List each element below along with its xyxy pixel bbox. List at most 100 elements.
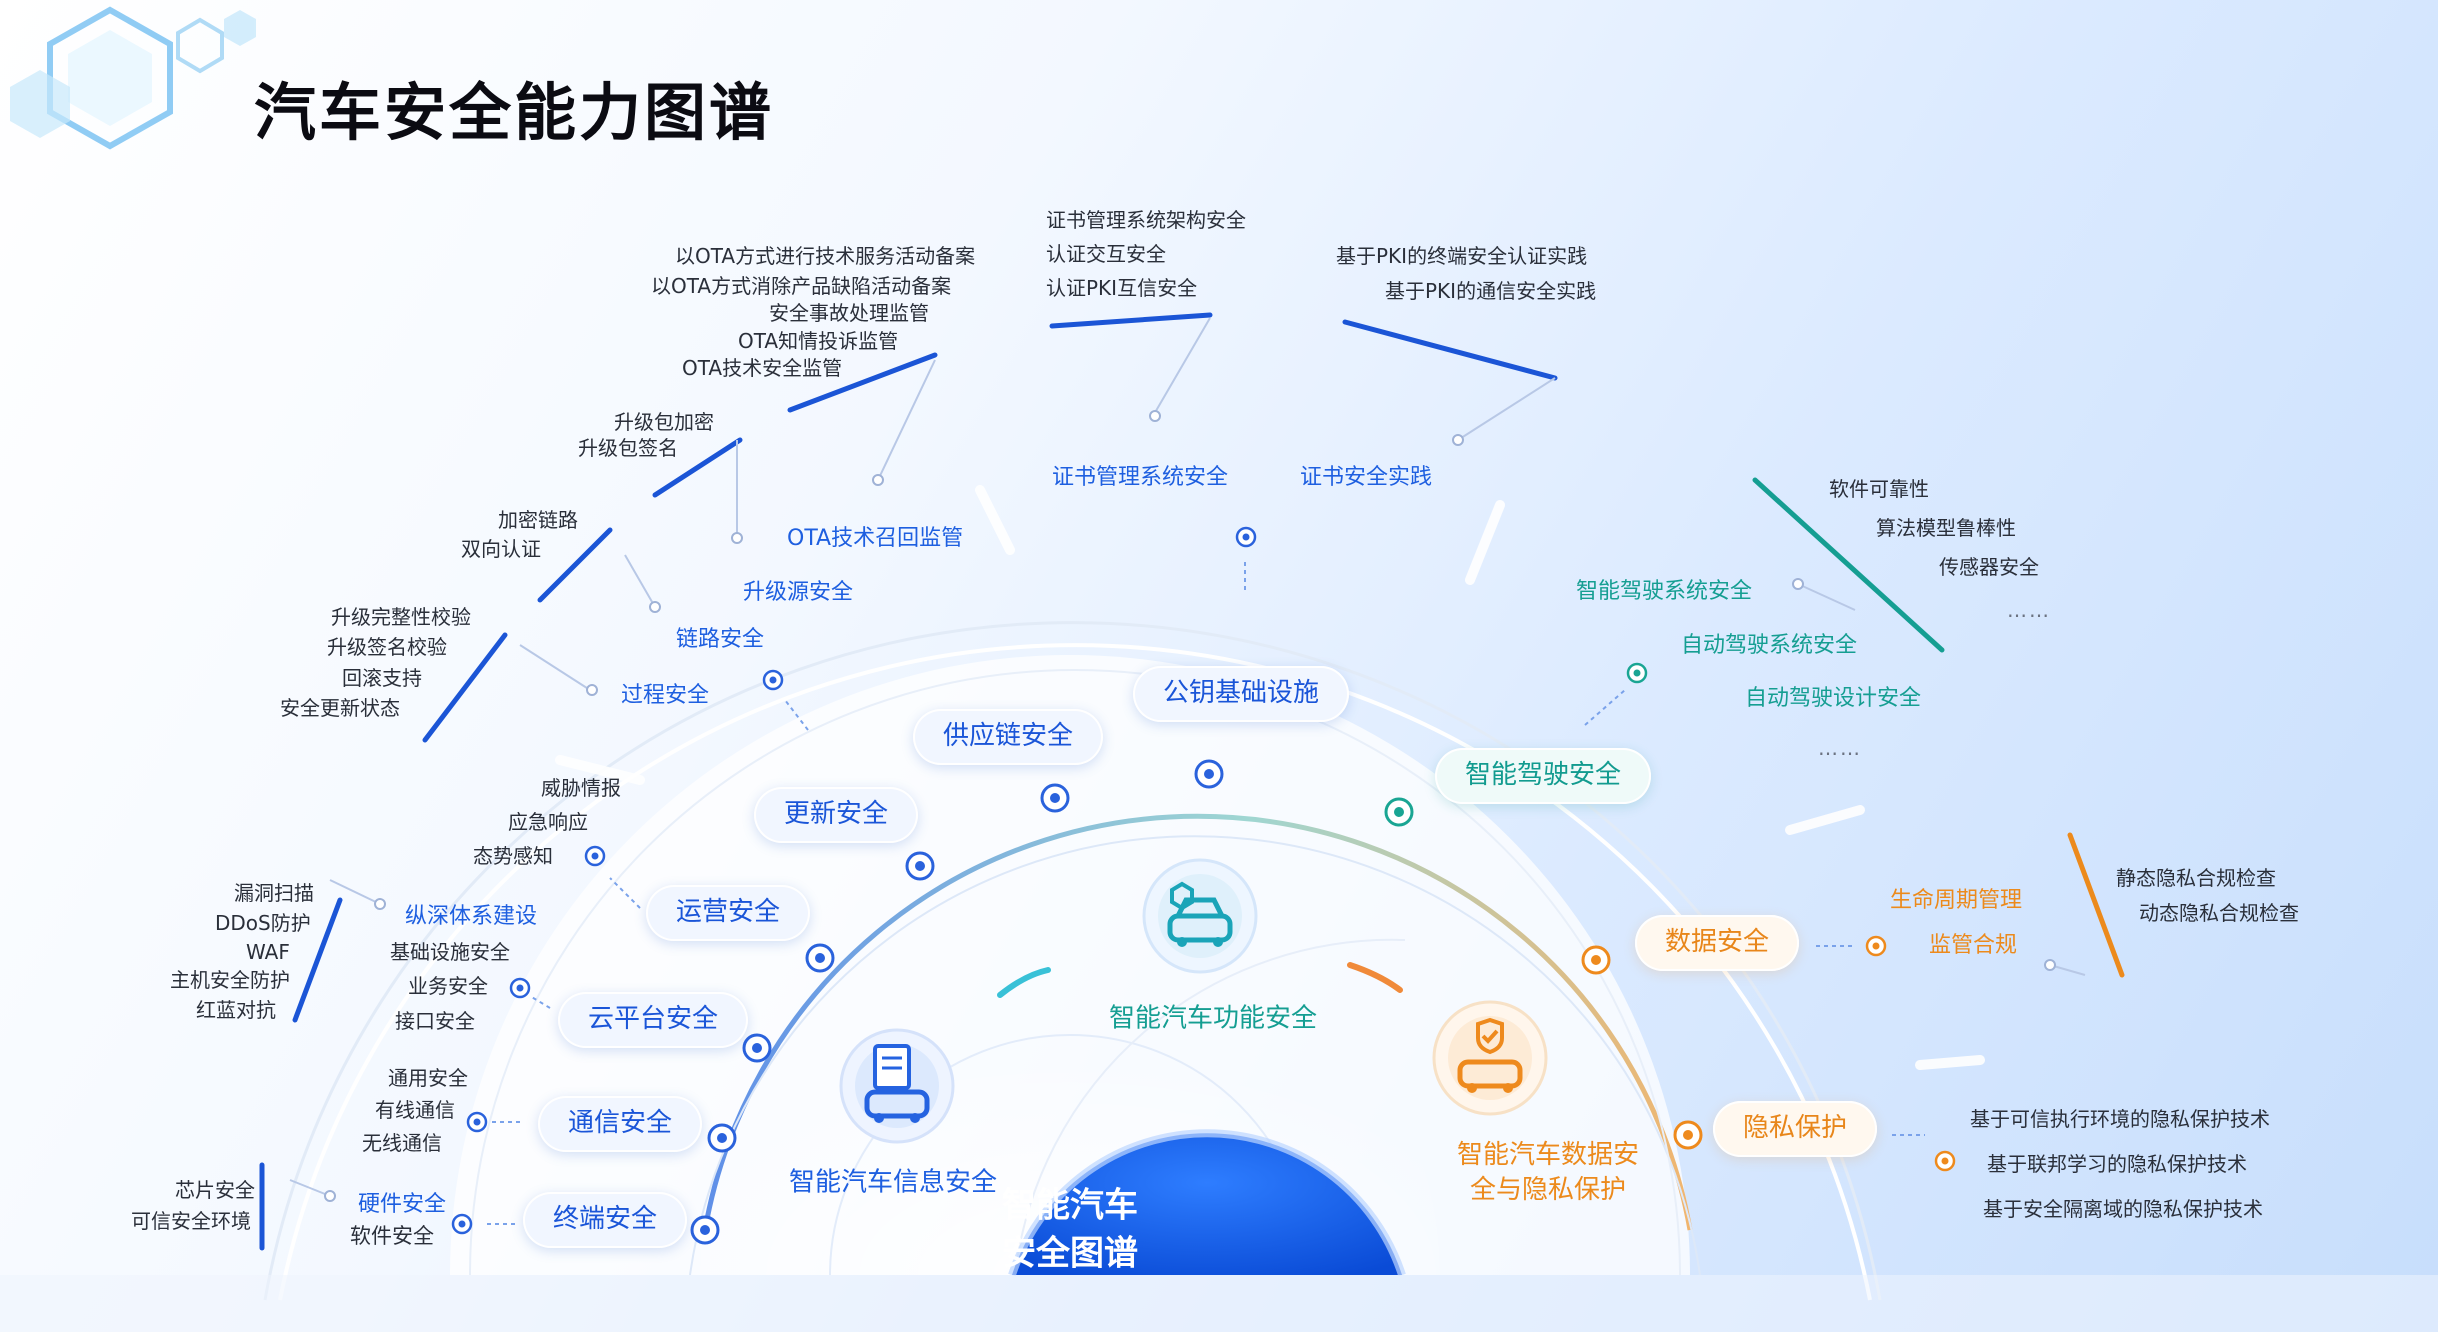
label-package-signature: 升级包签名 — [578, 436, 678, 460]
label-api-security: 接口安全 — [395, 1009, 475, 1033]
label-auth-interaction: 认证交互安全 — [1046, 242, 1166, 266]
label-wired: 有线通信 — [375, 1098, 455, 1122]
sector-info-safety: 智能汽车信息安全 — [788, 1167, 998, 1198]
outer-arc-segments — [259, 312, 2125, 1251]
label-package-encryption: 升级包加密 — [614, 410, 714, 434]
pill-update-security[interactable]: 更新安全 — [753, 787, 919, 843]
hex-decoration-icon — [10, 6, 256, 150]
ring-node-5 — [1040, 783, 1070, 813]
label-static-privacy-check: 静态隐私合规检查 — [2116, 866, 2276, 890]
label-more-adas-items: …… — [2007, 598, 2051, 622]
info-safety-car-icon — [837, 1026, 957, 1150]
label-regulation: 监管合规 — [1929, 933, 2018, 958]
label-trusted-env: 可信安全环境 — [131, 1209, 251, 1233]
tiny-anchor-2 — [586, 684, 598, 696]
label-pki-trust: 认证PKI互信安全 — [1046, 276, 1198, 300]
sector-function-safety: 智能汽车功能安全 — [1108, 1003, 1318, 1034]
label-signature-check: 升级签名校验 — [327, 635, 447, 659]
label-node-2 — [509, 977, 531, 999]
label-more-design-items: …… — [1818, 736, 1862, 760]
tiny-anchor-5 — [872, 474, 884, 486]
ring-nodes — [690, 759, 1703, 1245]
label-wireless: 无线通信 — [362, 1131, 442, 1155]
ring-node-8 — [1581, 945, 1611, 975]
tiny-anchor-9 — [2044, 959, 2056, 971]
label-infra-security: 基础设施安全 — [390, 940, 510, 964]
label-common-security: 通用安全 — [388, 1066, 468, 1090]
label-node-5 — [1235, 526, 1257, 548]
label-defense-in-depth: 纵深体系建设 — [405, 904, 538, 929]
tiny-anchor-0 — [324, 1190, 336, 1202]
small-nodes — [324, 410, 2056, 1235]
sector-data-line-1: 智能汽车数据安 — [1456, 1139, 1640, 1170]
pill-privacy-protection[interactable]: 隐私保护 — [1712, 1101, 1878, 1157]
label-cert-architecture: 证书管理系统架构安全 — [1046, 208, 1246, 232]
pill-cloud-security[interactable]: 云平台安全 — [557, 992, 749, 1048]
ring-node-6 — [1194, 759, 1224, 789]
label-node-1 — [466, 1111, 488, 1133]
label-red-blue: 红蓝对抗 — [196, 998, 276, 1022]
label-ddos: DDoS防护 — [215, 911, 311, 935]
label-model-robustness: 算法模型鲁棒性 — [1876, 516, 2016, 540]
label-isolation-privacy: 基于安全隔离域的隐私保护技术 — [1983, 1197, 2263, 1221]
tiny-anchor-8 — [1792, 578, 1804, 590]
ring-node-0 — [690, 1215, 720, 1245]
label-software-security: 软件安全 — [350, 1224, 434, 1248]
label-adas-system: 智能驾驶系统安全 — [1576, 579, 1753, 604]
label-complaint-supervision: OTA知情投诉监管 — [738, 329, 899, 353]
pill-ops-security[interactable]: 运营安全 — [645, 885, 811, 941]
label-ota-recall: OTA技术召回监管 — [787, 526, 964, 551]
label-integrity-check: 升级完整性校验 — [331, 605, 471, 629]
label-emergency-response: 应急响应 — [508, 810, 588, 834]
label-hardware-security: 硬件安全 — [358, 1192, 447, 1217]
core-line-1: 智能汽车 — [1002, 1185, 1138, 1226]
label-sensor-security: 传感器安全 — [1939, 555, 2039, 579]
label-encrypted-link: 加密链路 — [498, 508, 578, 532]
label-cert-practice: 证书安全实践 — [1300, 465, 1433, 490]
tiny-anchor-7 — [1452, 434, 1464, 446]
label-pki-terminal: 基于PKI的终端安全认证实践 — [1336, 244, 1588, 268]
pill-comm-security[interactable]: 通信安全 — [537, 1096, 703, 1152]
label-ota-tech-supervision: OTA技术安全监管 — [682, 356, 843, 380]
pill-data-security[interactable]: 数据安全 — [1634, 915, 1800, 971]
pill-terminal-security[interactable]: 终端安全 — [522, 1192, 688, 1248]
label-lifecycle: 生命周期管理 — [1890, 888, 2023, 913]
label-node-4 — [762, 669, 784, 691]
label-situational-awareness: 态势感知 — [473, 844, 553, 868]
label-chip-security: 芯片安全 — [175, 1178, 255, 1202]
ring-node-4 — [905, 851, 935, 881]
data-privacy-car-icon — [1430, 998, 1550, 1122]
label-accident-supervision: 安全事故处理监管 — [769, 301, 929, 325]
tiny-anchor-3 — [649, 601, 661, 613]
label-node-6 — [1626, 662, 1648, 684]
label-node-0 — [451, 1213, 473, 1235]
label-vuln-scan: 漏洞扫描 — [234, 881, 314, 905]
label-node-7 — [1865, 935, 1887, 957]
label-waf: WAF — [246, 940, 290, 964]
function-safety-car-icon — [1140, 856, 1260, 980]
pill-pki[interactable]: 公钥基础设施 — [1132, 666, 1350, 722]
core-label: 智能汽车 安全图谱 — [1002, 1182, 1138, 1277]
pill-supply-chain-security[interactable]: 供应链安全 — [912, 709, 1104, 765]
ring-node-9 — [1673, 1120, 1703, 1150]
label-dynamic-privacy-check: 动态隐私合规检查 — [2139, 901, 2299, 925]
label-mutual-auth: 双向认证 — [461, 537, 541, 561]
tiny-anchor-6 — [1149, 410, 1161, 422]
label-pki-comm: 基于PKI的通信安全实践 — [1385, 279, 1597, 303]
page-title: 汽车安全能力图谱 — [254, 76, 775, 149]
label-auto-system: 自动驾驶系统安全 — [1681, 633, 1858, 658]
ring-node-3 — [805, 943, 835, 973]
tiny-anchor-1 — [374, 898, 386, 910]
label-ota-defect-filing: 以OTA方式消除产品缺陷活动备案 — [651, 274, 952, 298]
ring-node-1 — [707, 1123, 737, 1153]
core-line-2: 安全图谱 — [1002, 1233, 1138, 1273]
label-link-security: 链路安全 — [676, 627, 765, 652]
label-host-protection: 主机安全防护 — [170, 968, 290, 992]
pill-adas-security[interactable]: 智能驾驶安全 — [1434, 748, 1652, 804]
ring-node-7 — [1384, 797, 1414, 827]
label-process-security: 过程安全 — [621, 683, 710, 708]
label-node-8 — [1934, 1150, 1956, 1172]
label-federated-privacy: 基于联邦学习的隐私保护技术 — [1987, 1152, 2247, 1176]
sector-data-privacy: 智能汽车数据安 全与隐私保护 — [1457, 1138, 1639, 1208]
